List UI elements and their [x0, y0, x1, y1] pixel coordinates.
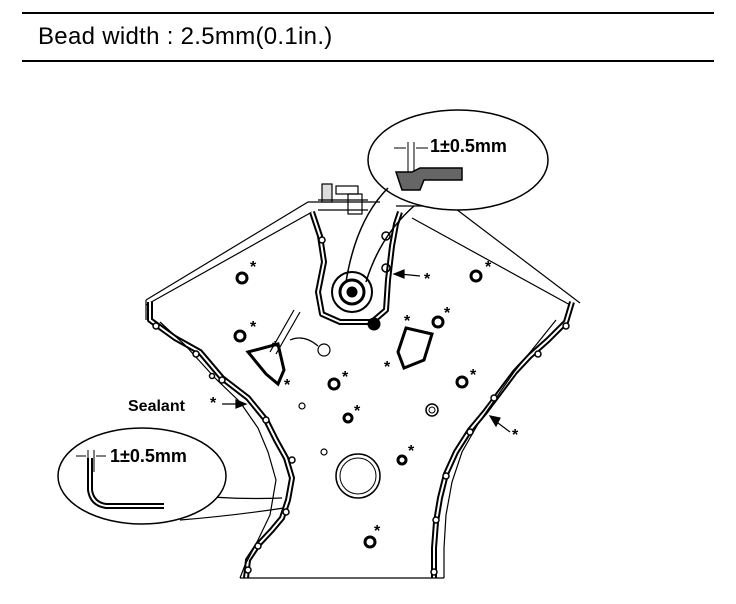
bracket-left-arm	[269, 309, 331, 357]
svg-text:*: *	[444, 305, 451, 322]
svg-text:*: *	[250, 259, 257, 276]
oil-seal-bore	[335, 453, 381, 499]
bead-width-spec: Bead width : 2.5mm(0.1in.)	[38, 23, 333, 50]
sealant-bead-center-inner	[311, 211, 401, 323]
svg-text:*: *	[384, 359, 391, 376]
bracket-left	[245, 342, 286, 387]
clearance-left-label: 1±0.5mm	[110, 446, 187, 466]
svg-text:*: *	[512, 427, 519, 444]
svg-text:*: *	[485, 259, 492, 276]
cover-upper-outline	[145, 201, 581, 320]
svg-text:*: *	[470, 367, 477, 384]
bracket-right	[396, 326, 434, 370]
tensioner-pulley	[331, 231, 391, 331]
detail-bubble-top	[345, 109, 549, 283]
sealant-markers: * * * * * * * * * * * * * * *	[250, 259, 519, 540]
detail-bubble-left	[57, 427, 285, 525]
svg-text:*: *	[284, 377, 291, 394]
sealant-bead-right	[431, 301, 575, 578]
sealant-label: Sealant	[128, 398, 186, 415]
spec-header: Bead width : 2.5mm(0.1in.)	[22, 12, 714, 62]
svg-text:*: *	[404, 313, 411, 330]
bolt-holes	[233, 269, 483, 549]
svg-text:*: *	[342, 369, 349, 386]
clearance-top-label: 1±0.5mm	[430, 136, 507, 156]
svg-text:*: *	[354, 403, 361, 420]
sealant-bead-left-inner	[149, 302, 294, 579]
svg-text:*: *	[250, 319, 257, 336]
svg-text:*: *	[374, 523, 381, 540]
tensioner-bracket	[318, 183, 368, 215]
svg-text:*: *	[424, 271, 431, 288]
sealant-bead-right-inner	[433, 301, 573, 578]
svg-text:*: *	[408, 443, 415, 460]
cover-body-outline	[159, 319, 557, 579]
bead-fasteners	[152, 236, 570, 576]
bead-arrows	[222, 269, 511, 433]
svg-text:*: *	[272, 339, 279, 356]
sealant-label-marker: *	[210, 395, 217, 412]
